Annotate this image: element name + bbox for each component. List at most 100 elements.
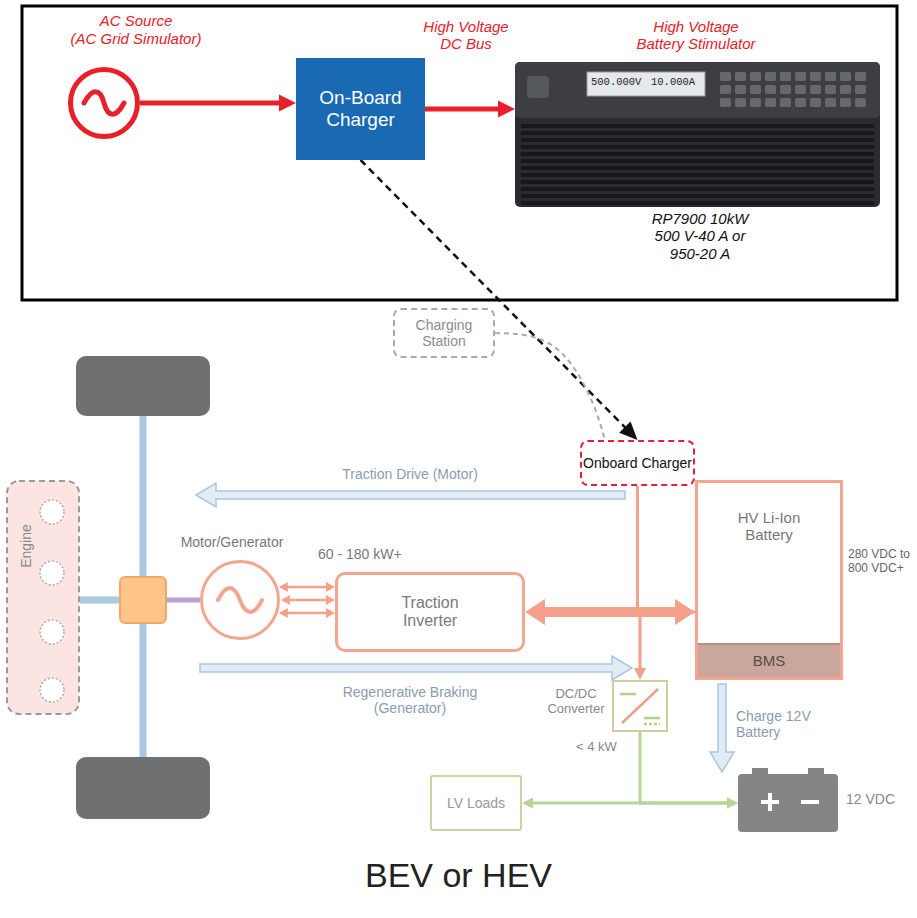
wheel [76, 757, 210, 819]
arrow-head [326, 582, 335, 592]
engine-block-shape [6, 480, 80, 715]
source-circle: AC Source(AC Grid Simulator) [68, 67, 140, 139]
node-text: Traction Inverter [385, 594, 475, 631]
note-label: Traction Drive (Motor) [300, 466, 520, 482]
key [795, 85, 806, 94]
plus-sign [768, 793, 772, 811]
node-text: Onboard Charger [583, 455, 692, 471]
cylinder [40, 561, 64, 585]
bms-band: BMS [698, 643, 840, 677]
arrow-head [279, 582, 288, 592]
source-circle-shape [68, 67, 140, 139]
connector-line [425, 107, 500, 112]
key [720, 72, 731, 81]
engine-block: Engine [6, 480, 80, 715]
key [765, 98, 776, 107]
key [825, 85, 836, 94]
vent-slat [521, 124, 874, 128]
connector [425, 101, 515, 118]
motor-generator-shape [200, 560, 280, 640]
ac-symbol [218, 588, 262, 612]
frame-border [22, 6, 897, 300]
power-flow-arrow [200, 656, 632, 680]
onboard-charger: Onboard Charger [580, 440, 695, 486]
vent-slat [521, 187, 874, 191]
key [840, 85, 851, 94]
connector [634, 612, 695, 680]
cylinder [40, 620, 64, 644]
key [810, 72, 821, 81]
key [735, 98, 746, 107]
cylinder [40, 678, 64, 702]
vent-slat [521, 138, 874, 142]
source-outline [71, 70, 138, 137]
arrow-head [279, 95, 296, 112]
converter-symbol [620, 693, 636, 696]
key [825, 72, 836, 81]
lv-battery: 12 VDC [738, 768, 838, 832]
key [765, 72, 776, 81]
key [810, 85, 821, 94]
charging-station: Charging Station [393, 308, 495, 358]
arrow-head [727, 798, 738, 809]
connector-line [640, 612, 695, 670]
key [735, 72, 746, 81]
battery-stimulator: High Voltage Battery StimulatorRP7900 10… [515, 62, 880, 207]
power-flow-arrow [710, 684, 734, 772]
cylinder [40, 500, 64, 524]
key [720, 85, 731, 94]
note-label: Charge 12V Battery [736, 708, 831, 740]
note-label: 10.000A [651, 76, 695, 88]
connector-line [640, 732, 729, 803]
arrow-head [326, 608, 335, 618]
lv-battery-shape [738, 768, 838, 832]
key [855, 98, 866, 107]
arrow-head [281, 595, 290, 605]
battery-stimulator-shape [515, 62, 880, 207]
note-label: < 4 kW [576, 740, 617, 755]
converter-symbol [644, 717, 660, 720]
node-text: DC/DC Converter [544, 687, 608, 717]
note-label: 280 VDC to 800 VDC+ [848, 548, 914, 576]
dcdc-converter-shape [612, 680, 668, 732]
vent-slat [521, 152, 874, 156]
connector [638, 486, 696, 618]
key [840, 72, 851, 81]
connector [640, 732, 738, 809]
arrow-head [634, 668, 646, 680]
arrow-head [498, 101, 515, 118]
node-text: BMS [753, 652, 786, 669]
arrow-head [522, 798, 533, 809]
node-text: High Voltage Battery Stimulator [632, 18, 760, 53]
motor-outline [202, 562, 279, 639]
key [855, 72, 866, 81]
vent-slat [521, 131, 874, 135]
key [780, 85, 791, 94]
node-text: 12 VDC [846, 791, 895, 807]
connector-line [531, 802, 729, 805]
note-label: 500.000V [591, 76, 641, 88]
key [750, 72, 761, 81]
arrow-head [525, 599, 545, 625]
display [587, 72, 705, 96]
diagram-caption: BEV or HEV [0, 856, 917, 895]
connector [522, 798, 738, 809]
key [750, 98, 761, 107]
connector-line [286, 612, 328, 615]
lv-loads: LV Loads [430, 775, 522, 831]
connector [279, 582, 335, 618]
connector-line [288, 599, 328, 602]
hv-battery: HV Li-Ion BatteryBMS [695, 480, 843, 680]
engine-outline [7, 481, 79, 714]
note-label: Regenerative Braking (Generator) [330, 684, 490, 716]
arrow-head [326, 595, 335, 605]
power-flow-arrow [196, 483, 625, 507]
wheel [76, 356, 210, 416]
motor-shaft [166, 598, 200, 603]
node-text: Motor/Generator [172, 534, 292, 550]
key [780, 98, 791, 107]
node-text: Engine [18, 506, 34, 586]
key [795, 98, 806, 107]
arrow-head [279, 608, 288, 618]
note-label: 60 - 180 kW+ [318, 546, 402, 562]
